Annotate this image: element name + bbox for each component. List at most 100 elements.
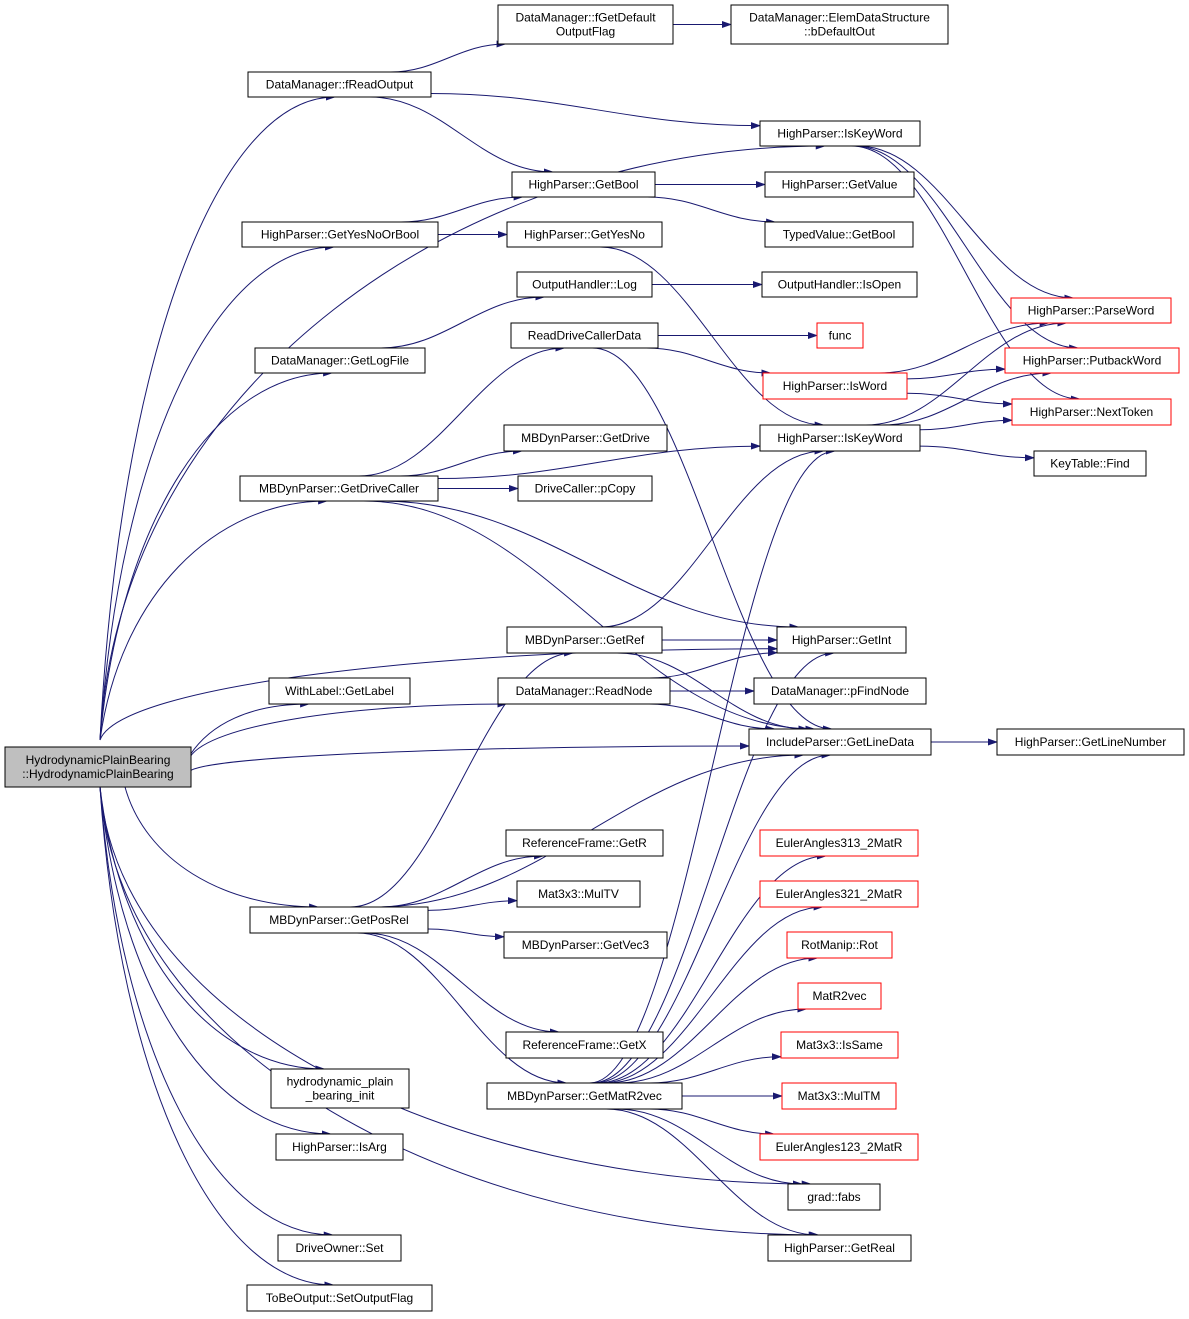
node-label-fgetdef-1: OutputFlag — [556, 25, 615, 39]
node-box-pcopy — [517, 475, 653, 502]
node-tvgetbool[interactable]: TypedValue::GetBool — [764, 221, 914, 248]
node-nexttoken[interactable]: HighParser::NextToken — [1011, 398, 1172, 426]
node-getlabel[interactable]: WithLabel::GetLabel — [268, 677, 411, 705]
edge-getposrel-to-multv — [427, 897, 518, 911]
node-label-isword-0: HighParser::IsWord — [783, 379, 887, 393]
node-label-keyfind-0: KeyTable::Find — [1050, 457, 1129, 471]
edge-freadout-to-fgetdef — [390, 40, 507, 73]
node-box-iskw2 — [759, 424, 921, 452]
node-box-getlinenum — [996, 728, 1185, 756]
node-getvalue[interactable]: HighParser::GetValue — [764, 171, 915, 198]
node-ea123[interactable]: EulerAngles123_2MatR — [759, 1133, 919, 1161]
node-root[interactable]: HydrodynamicPlainBearing::HydrodynamicPl… — [4, 746, 192, 788]
node-label-getposrel-0: MBDynParser::GetPosRel — [269, 913, 408, 927]
node-label-getvalue-0: HighParser::GetValue — [782, 178, 898, 192]
node-setoutflag[interactable]: ToBeOutput::SetOutputFlag — [246, 1284, 433, 1312]
node-iskw2[interactable]: HighParser::IsKeyWord — [759, 424, 921, 452]
node-issame[interactable]: Mat3x3::IsSame — [780, 1031, 899, 1059]
edge-readnode-to-getint — [649, 649, 778, 679]
node-rfgetr[interactable]: ReferenceFrame::GetR — [505, 829, 664, 857]
node-getlogfile[interactable]: DataManager::GetLogFile — [254, 347, 426, 374]
node-getposrel[interactable]: MBDynParser::GetPosRel — [249, 906, 429, 934]
edge-readnode-to-getlinedata — [649, 703, 776, 733]
node-box-matr2vec — [797, 982, 882, 1010]
node-func[interactable]: func — [816, 322, 864, 349]
node-iskw1[interactable]: HighParser::IsKeyWord — [759, 120, 921, 147]
node-box-rotmanip — [786, 931, 893, 959]
node-pfindnode[interactable]: DataManager::pFindNode — [753, 677, 927, 705]
node-label-readnode-0: DataManager::ReadNode — [516, 684, 653, 698]
node-elemdata[interactable]: DataManager::ElemDataStructure::bDefault… — [730, 4, 949, 45]
edge-root-to-isarg — [99, 786, 332, 1138]
node-label-ohlog-0: OutputHandler::Log — [532, 278, 637, 292]
node-label-multv-0: Mat3x3::MulTV — [538, 887, 619, 901]
node-getreal[interactable]: HighParser::GetReal — [767, 1234, 912, 1262]
edge-getposrel-to-rfgetx — [364, 932, 560, 1036]
node-label-getdrive-0: MBDynParser::GetDrive — [521, 431, 650, 445]
node-label-ea123-0: EulerAngles123_2MatR — [776, 1140, 903, 1154]
node-label-setoutflag-0: ToBeOutput::SetOutputFlag — [266, 1291, 413, 1305]
node-driveset[interactable]: DriveOwner::Set — [277, 1234, 402, 1262]
node-label-rfgetr-0: ReferenceFrame::GetR — [522, 836, 647, 850]
node-getmatr2vec[interactable]: MBDynParser::GetMatR2vec — [486, 1082, 683, 1110]
node-isarg[interactable]: HighParser::IsArg — [275, 1133, 404, 1161]
edge-root-to-gradfabs — [99, 786, 812, 1188]
node-readdrive[interactable]: ReadDriveCallerData — [510, 322, 659, 349]
node-ohlog[interactable]: OutputHandler::Log — [516, 271, 653, 298]
node-ea313[interactable]: EulerAngles313_2MatR — [759, 829, 919, 857]
node-getdrivecaller[interactable]: MBDynParser::GetDriveCaller — [239, 475, 439, 502]
node-box-keyfind — [1033, 450, 1147, 477]
node-box-putback — [1004, 347, 1180, 374]
node-box-setoutflag — [246, 1284, 433, 1312]
edge-iskw2-to-keyfind — [919, 445, 1035, 462]
node-box-root — [4, 746, 192, 788]
node-keyfind[interactable]: KeyTable::Find — [1033, 450, 1147, 477]
node-label-yesnobool-0: HighParser::GetYesNoOrBool — [261, 228, 419, 242]
node-multv[interactable]: Mat3x3::MulTV — [516, 880, 641, 908]
node-box-driveset — [277, 1234, 402, 1262]
node-ohisopen[interactable]: OutputHandler::IsOpen — [761, 271, 918, 298]
node-yesnobool[interactable]: HighParser::GetYesNoOrBool — [241, 221, 439, 248]
node-matr2vec[interactable]: MatR2vec — [797, 982, 882, 1010]
node-box-getmatr2vec — [486, 1082, 683, 1110]
node-getvec3[interactable]: MBDynParser::GetVec3 — [503, 931, 668, 959]
node-parseword[interactable]: HighParser::ParseWord — [1010, 297, 1172, 324]
node-rfgetx[interactable]: ReferenceFrame::GetX — [505, 1031, 664, 1059]
node-getdrive[interactable]: MBDynParser::GetDrive — [503, 424, 668, 452]
edge-getmatr2vec-to-ea313 — [597, 852, 827, 1084]
node-readnode[interactable]: DataManager::ReadNode — [497, 677, 671, 705]
node-box-getposrel — [249, 906, 429, 934]
node-hydroinit[interactable]: hydrodynamic_plain_bearing_init — [270, 1068, 410, 1109]
node-getref[interactable]: MBDynParser::GetRef — [506, 626, 663, 654]
node-label-nexttoken-0: HighParser::NextToken — [1030, 405, 1153, 419]
node-label-getint-0: HighParser::GetInt — [792, 633, 892, 647]
edge-getmatr2vec-to-ea123 — [649, 1108, 776, 1138]
edge-getdrivecaller-to-iskw2 — [437, 442, 761, 480]
node-box-isarg — [275, 1133, 404, 1161]
node-gradfabs[interactable]: grad::fabs — [787, 1183, 881, 1211]
node-rotmanip[interactable]: RotManip::Rot — [786, 931, 893, 959]
node-label-iskw2-0: HighParser::IsKeyWord — [777, 431, 902, 445]
node-box-ohisopen — [761, 271, 918, 298]
node-label-root-1: ::HydrodynamicPlainBearing — [22, 767, 173, 781]
node-isword[interactable]: HighParser::IsWord — [762, 372, 908, 400]
node-yesno[interactable]: HighParser::GetYesNo — [506, 221, 663, 248]
node-ea321[interactable]: EulerAngles321_2MatR — [759, 880, 919, 908]
node-label-matr2vec-0: MatR2vec — [812, 989, 866, 1003]
node-freadout[interactable]: DataManager::fReadOutput — [247, 71, 432, 98]
edge-yesnobool-to-getbool — [400, 193, 524, 223]
edge-getposrel-to-getmatr2vec — [357, 932, 568, 1087]
node-box-freadout — [247, 71, 432, 98]
node-multm[interactable]: Mat3x3::MulTM — [781, 1082, 897, 1110]
node-putback[interactable]: HighParser::PutbackWord — [1004, 347, 1180, 374]
node-getlinenum[interactable]: HighParser::GetLineNumber — [996, 728, 1185, 756]
node-pcopy[interactable]: DriveCaller::pCopy — [517, 475, 653, 502]
edge-freadout-to-getbool — [369, 96, 554, 176]
edge-getposrel-to-getvec3 — [427, 928, 505, 941]
node-getbool[interactable]: HighParser::GetBool — [511, 171, 656, 198]
node-getint[interactable]: HighParser::GetInt — [776, 626, 907, 654]
node-getlinedata[interactable]: IncludeParser::GetLineData — [748, 728, 932, 756]
edge-getmatr2vec-to-gradfabs — [616, 1108, 803, 1188]
